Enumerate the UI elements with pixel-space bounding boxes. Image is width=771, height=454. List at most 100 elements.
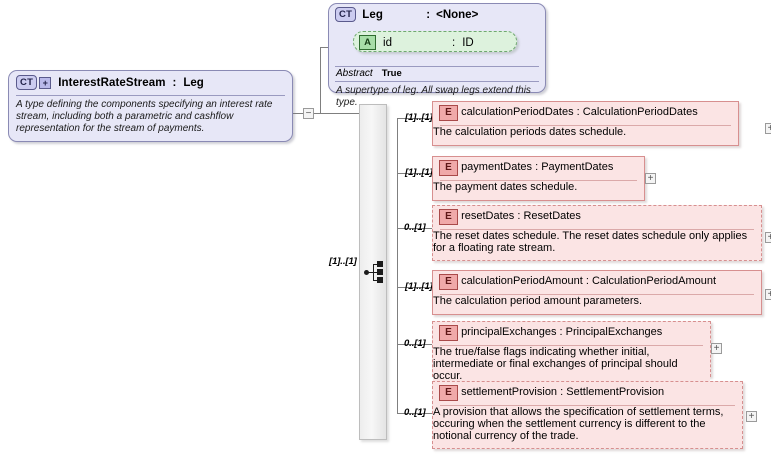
attribute-badge: A [359, 35, 376, 50]
root-doc-wrap: A type defining the components specifyin… [9, 96, 292, 139]
root-divider [16, 95, 285, 96]
element-type: CalculationPeriodAmount [591, 275, 717, 287]
expand-paymentdates[interactable]: + [645, 173, 656, 184]
connector-root-to-seq [314, 113, 366, 114]
connector-legbox-stub [320, 47, 332, 48]
element-divider [440, 405, 735, 406]
complextype-expand-icon[interactable]: + [39, 76, 52, 89]
expand-principalexchanges[interactable]: + [711, 343, 722, 354]
element-badge: E [439, 209, 458, 225]
element-separator: : [517, 210, 521, 222]
element-type: CalculationPeriodDates [582, 106, 698, 118]
element-doc-wrap: The calculation period amount parameters… [433, 295, 761, 307]
leg-divider-2 [335, 81, 539, 82]
element-name: settlementProvision [461, 386, 558, 398]
element-calculationperiodamount[interactable]: E calculationPeriodAmount : CalculationP… [432, 270, 762, 315]
attribute-id-name: id [383, 36, 393, 49]
expand-resetdates[interactable]: + [765, 232, 771, 243]
element-resetdates[interactable]: E resetDates : ResetDates The reset date… [432, 205, 762, 261]
element-name: principalExchanges [461, 326, 557, 338]
element-name: calculationPeriodAmount [461, 275, 583, 287]
attribute-id-box[interactable]: A id : ID [353, 31, 517, 52]
element-documentation: The calculation period amount parameters… [433, 295, 643, 307]
element-divider [440, 229, 754, 230]
complextype-interestratestream-box[interactable]: CT + InterestRateStream : Leg A type def… [8, 70, 293, 142]
expand-calculationperiodamount[interactable]: + [765, 289, 771, 300]
element-doc-wrap: The reset dates schedule. The reset date… [433, 230, 761, 254]
root-type: Leg [183, 76, 204, 89]
root-collapse-toggle[interactable]: − [303, 108, 314, 119]
connector-branch-spine [397, 118, 398, 413]
element-header: E paymentDates : PaymentDates [433, 157, 644, 178]
element-badge: E [439, 105, 458, 121]
connector-leg-vertical [320, 47, 321, 113]
complextype-leg-box[interactable]: CT Leg : <None> A id : ID Abstract True … [328, 3, 546, 108]
sequence-icon [364, 261, 386, 285]
cardinality-paymentdates: [1]..[1] [405, 167, 433, 178]
leg-name: Leg [362, 8, 384, 21]
element-badge: E [439, 160, 458, 176]
element-separator: : [535, 161, 539, 173]
element-header: E calculationPeriodAmount : CalculationP… [433, 271, 761, 292]
element-separator: : [560, 386, 564, 398]
element-name: paymentDates [461, 161, 532, 173]
expand-settlementprovision[interactable]: + [746, 411, 757, 422]
complextype-badge: CT [16, 75, 38, 90]
element-divider [440, 180, 637, 181]
element-doc-wrap: The true/false flags indicating whether … [433, 346, 710, 382]
element-separator: : [576, 106, 580, 118]
sequence-compositor-bar[interactable] [359, 104, 387, 440]
element-name: calculationPeriodDates [461, 106, 574, 118]
connector-branch-4 [397, 287, 432, 288]
element-header: E settlementProvision : SettlementProvis… [433, 382, 742, 403]
element-divider [440, 345, 703, 346]
element-calculationperioddates[interactable]: E calculationPeriodDates : CalculationPe… [432, 101, 739, 146]
element-documentation: A provision that allows the specificatio… [433, 406, 724, 442]
element-type: PrincipalExchanges [565, 326, 663, 338]
root-name: InterestRateStream [58, 76, 166, 89]
leg-divider-1 [335, 66, 539, 67]
cardinality-calculationperioddates: [1]..[1] [405, 112, 433, 123]
element-name: resetDates [461, 210, 515, 222]
expand-calculationperioddates[interactable]: + [765, 123, 771, 134]
leg-property-value: True [381, 68, 402, 79]
element-type: SettlementProvision [566, 386, 665, 398]
element-divider [440, 125, 731, 126]
root-header: CT + InterestRateStream : Leg [9, 71, 292, 94]
cardinality-calculationperiodamount: [1]..[1] [405, 281, 433, 292]
attribute-id-separator: : [452, 36, 456, 49]
plus-icon: + [748, 411, 755, 422]
leg-separator: : [426, 8, 431, 21]
root-separator: : [172, 76, 177, 89]
cardinality-principalexchanges: 0..[1] [404, 338, 426, 349]
connector-branch-3 [397, 228, 432, 229]
plus-icon: + [767, 123, 771, 134]
connector-root-stub [292, 113, 303, 114]
element-principalexchanges[interactable]: E principalExchanges : PrincipalExchange… [432, 321, 711, 382]
element-badge: E [439, 385, 458, 401]
element-documentation: The payment dates schedule. [433, 181, 578, 193]
element-doc-wrap: The payment dates schedule. [433, 181, 644, 193]
element-badge: E [439, 325, 458, 341]
element-settlementprovision[interactable]: E settlementProvision : SettlementProvis… [432, 381, 743, 449]
element-separator: : [559, 326, 563, 338]
plus-icon: + [767, 289, 771, 300]
connector-branch-1 [397, 118, 432, 119]
element-divider [440, 294, 754, 295]
element-documentation: The reset dates schedule. The reset date… [433, 230, 748, 254]
element-badge: E [439, 274, 458, 290]
element-doc-wrap: A provision that allows the specificatio… [433, 406, 742, 442]
element-doc-wrap: The calculation periods dates schedule. [433, 126, 738, 138]
element-documentation: The calculation periods dates schedule. [433, 126, 627, 138]
connector-branch-2 [397, 173, 432, 174]
element-header: E principalExchanges : PrincipalExchange… [433, 322, 710, 343]
attribute-id-header: A id : ID [354, 32, 516, 53]
element-header: E calculationPeriodDates : CalculationPe… [433, 102, 738, 123]
leg-property-row: Abstract True [336, 68, 402, 79]
leg-header: CT Leg : <None> [329, 4, 545, 25]
element-header: E resetDates : ResetDates [433, 206, 761, 227]
minus-icon: − [305, 108, 312, 119]
leg-property-label: Abstract [336, 68, 373, 79]
element-paymentdates[interactable]: E paymentDates : PaymentDates The paymen… [432, 156, 645, 201]
